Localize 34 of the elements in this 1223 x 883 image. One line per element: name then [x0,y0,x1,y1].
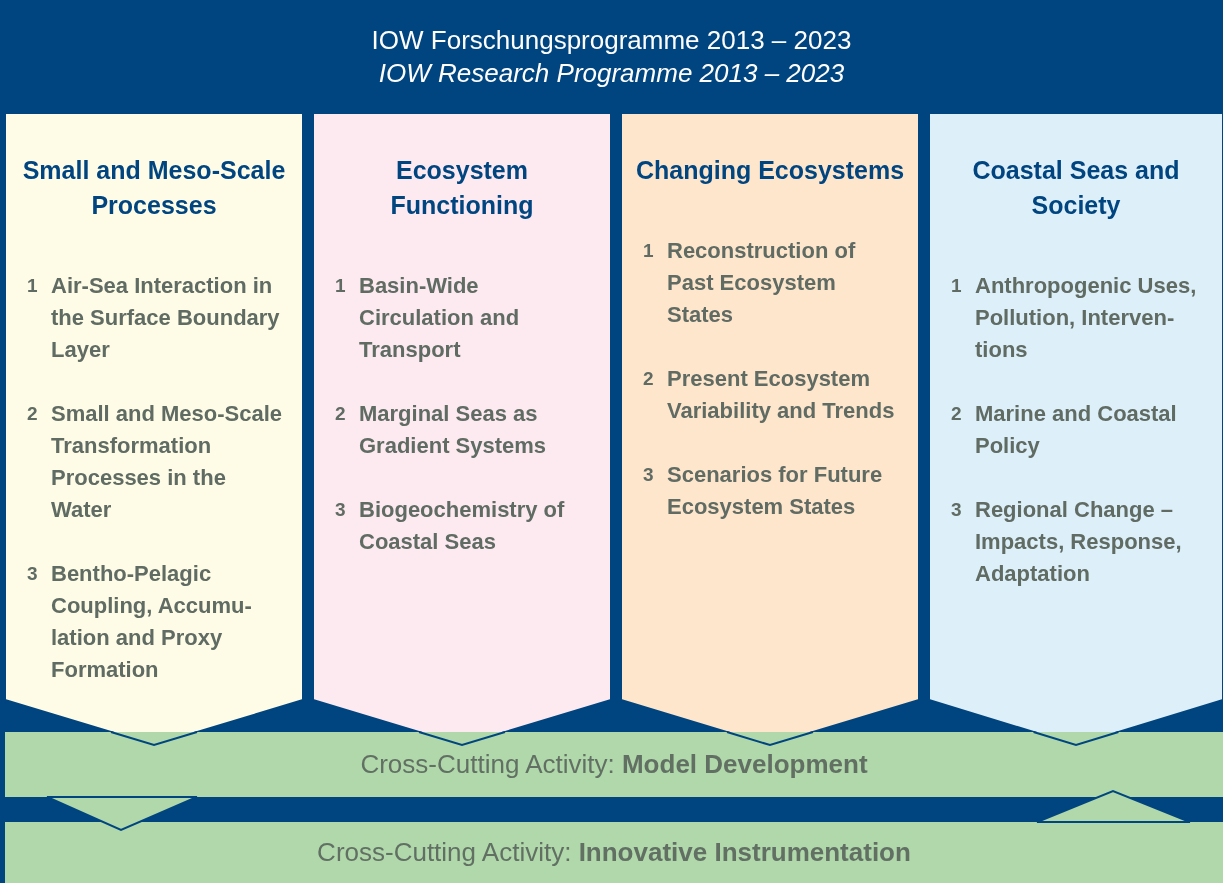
item-text: Scenarios for Future Ecosystem States [667,461,884,521]
column-heading: Changing Ecosystems [635,155,905,186]
item-number: 1 [951,274,963,298]
item-text: Marginal Seas as Gradient Systems [359,400,548,460]
triangle-arrow [46,796,198,832]
triangle-arrow [1036,789,1191,823]
band-label: Cross-Cutting Activity: Innovative Instrumentation [317,837,911,868]
item-number: 2 [951,402,963,426]
item-number: 2 [643,367,655,391]
band-label: Cross-Cutting Activity: Model Development [360,749,868,780]
item-text: Air-Sea Interaction in the Surface Boundary Layer [51,272,281,364]
item-number: 3 [27,562,39,586]
item-text: Regional Change – Impacts, Response, Adaptation [975,496,1183,588]
item-text: Marine and Coastal Policy [975,400,1178,460]
item-number: 2 [27,402,39,426]
item-text: Biogeochemistry of Coastal Seas [359,496,566,556]
title: IOW Forschungsprogramme 2013 – 2023 [370,23,853,57]
item-number: 3 [643,463,655,487]
item-number: 3 [335,498,347,522]
column-heading: Ecosystem Functioning [389,155,535,221]
item-text: Bentho-Pelagic Coupling, Accumu-lation and Proxy Formation [51,560,253,684]
item-number: 1 [335,274,347,298]
item-text: Present Ecosystem Variability and Trends [667,365,896,425]
item-text: Small and Meso-Scale Transformation Processes in the Water [51,400,284,524]
column-heading: Coastal Seas and Society [971,155,1181,221]
item-number: 1 [27,274,39,298]
item-text: Reconstruction of Past Ecosystem States [667,237,857,329]
item-text: Basin-Wide Circulation and Transport [359,272,521,364]
item-text: Anthropogenic Uses, Pollution, Interven-tions [975,272,1198,364]
item-number: 3 [951,498,963,522]
subtitle: IOW Research Programme 2013 – 2023 [377,56,846,90]
item-number: 1 [643,239,655,263]
column-heading: Small and Meso-Scale Processes [21,155,287,221]
item-number: 2 [335,402,347,426]
